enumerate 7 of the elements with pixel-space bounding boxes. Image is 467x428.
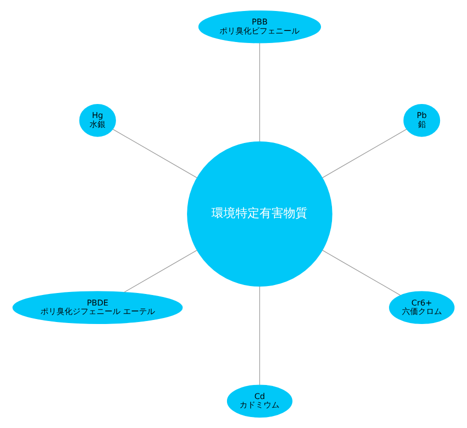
connector bbox=[259, 286, 260, 386]
connector bbox=[322, 128, 407, 178]
connector bbox=[112, 128, 198, 178]
node-circle: 環境特定有害物質 bbox=[187, 141, 332, 287]
connector bbox=[322, 250, 401, 296]
connector bbox=[259, 42, 260, 142]
connector bbox=[124, 250, 198, 293]
